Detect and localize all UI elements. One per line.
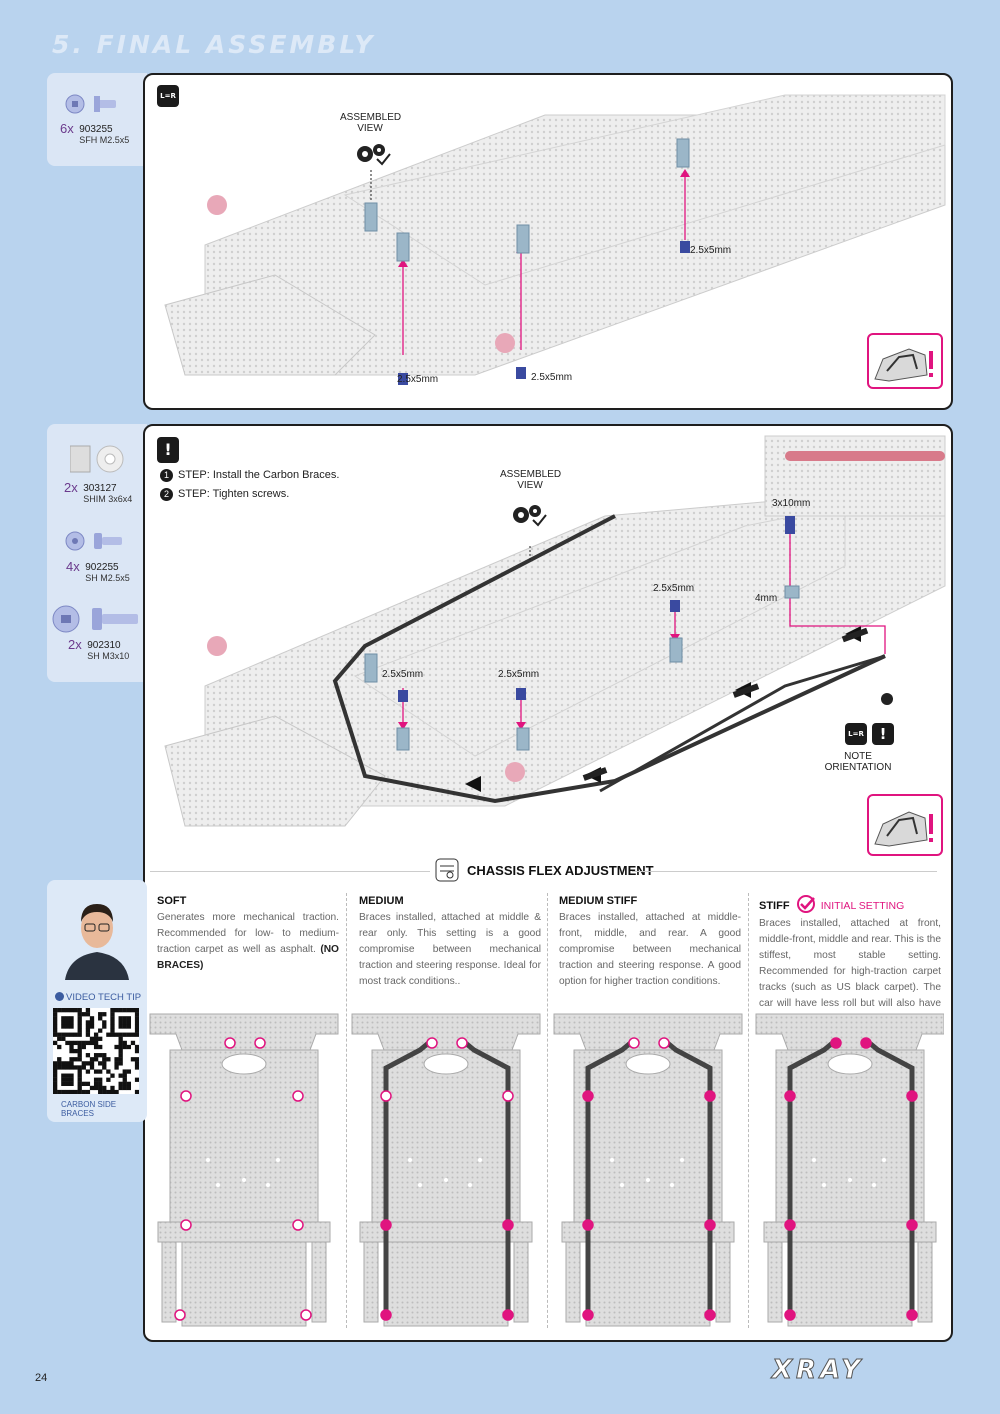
chassis-plans [149,1013,944,1327]
play-icon [55,992,64,1001]
part-number: 303127 [83,483,117,494]
note-orientation: NOTE ORIENTATION [824,751,892,773]
page-number: 24 [35,1372,48,1384]
video-caption: CARBON SIDE BRACES [61,1100,117,1118]
socket-head-screw-large-icon [52,605,138,633]
screw-label: 2.5x5mm [397,374,439,385]
plan-soft [149,1013,339,1327]
screw-label: 2.5x5mm [382,669,424,680]
gears-check-icon [513,505,547,527]
plan-stiff [755,1013,944,1327]
column-divider [547,893,548,1328]
step1-panel: L=R ASSEMBLED VIEW 2.5x5mm 2.5x5mm 2.5x5… [143,73,953,410]
part-number: 903255 [79,124,113,135]
setting-name: MEDIUM [359,895,404,907]
chassis-flex-title: CHASSIS FLEX ADJUSTMENT [467,863,654,878]
setting-name: MEDIUM STIFF [559,895,638,907]
part-desc: SFH M2.5x5 [79,135,130,145]
chassis-brace-illustration [164,435,946,827]
flat-head-screw-icon [65,94,116,114]
socket-head-screw-icon [65,531,122,551]
page-title: 5. FINAL ASSEMBLY [52,30,376,59]
part-desc: SH M3x10 [87,651,130,661]
chassis-illustration [164,94,946,385]
part-qty: 2x [64,480,78,495]
setting-description: Generates more mechanical traction. Reco… [157,912,339,971]
shim-label-4mm: 4mm [755,593,778,604]
setting-medium: MEDIUM Braces installed, attached at mid… [359,895,541,990]
part-qty: 4x [66,559,80,574]
chassis-flex-heading: CHASSIS FLEX ADJUSTMENT [435,858,695,884]
heading-rule-right [632,871,937,872]
part-qty: 2x [68,637,82,652]
part-qty: 6x [60,121,74,136]
brand-logo: XRAY [771,1355,865,1386]
video-tip-card[interactable]: VIDEO TECH TIP CARBON SIDE BRACES [47,880,147,1122]
setting-soft: SOFT Generates more mechanical traction.… [157,895,339,974]
part-number: 902255 [85,562,119,573]
heading-rule-left [150,871,430,872]
setting-medium-stiff: MEDIUM STIFF Braces installed, attached … [559,895,741,990]
plan-medium [351,1013,541,1327]
setting-stiff: STIFF INITIAL SETTING Braces installed, … [759,895,941,1028]
column-divider [748,893,749,1328]
shim-icon [70,445,124,473]
car-warning-icon [867,333,943,389]
setting-name: STIFF INITIAL SETTING [759,895,941,913]
setting-description: Braces installed, attached at middle & r… [359,912,541,987]
settings-icon [435,858,459,882]
video-tech-tip-label[interactable]: VIDEO TECH TIP [55,992,141,1003]
screw-label: 2.5x5mm [690,245,732,256]
column-divider [346,893,347,1328]
lr-icon: L=R [157,85,179,107]
warning-icon: ! [872,723,894,745]
screw-label: 2.5x5mm [653,583,695,594]
plan-medium-stiff [553,1013,743,1327]
screw-label-3x10: 3x10mm [772,498,811,509]
presenter-photo [59,894,135,980]
screw-label: 2.5x5mm [531,372,573,383]
gears-check-icon [357,144,391,166]
assembled-view-label: ASSEMBLED VIEW [340,112,402,134]
part-number: 902310 [87,640,121,651]
warning-icon: ! [157,437,179,463]
screw-label: 2.5x5mm [498,669,540,680]
initial-setting-badge: INITIAL SETTING [820,900,905,912]
parts-tab-step1 [47,73,147,166]
check-badge-icon [796,895,815,913]
car-warning-icon [867,794,943,856]
setting-description: Braces installed, attached at middle-fro… [559,912,741,987]
qr-code[interactable] [53,1008,139,1094]
part-desc: SHIM 3x6x4 [83,494,133,504]
setting-name: SOFT [157,895,187,907]
part-desc: SH M2.5x5 [85,573,130,583]
parts-tab-step2 [47,424,147,682]
lr-icon: L=R [845,723,867,745]
assembled-view-label: ASSEMBLED VIEW [500,469,562,491]
